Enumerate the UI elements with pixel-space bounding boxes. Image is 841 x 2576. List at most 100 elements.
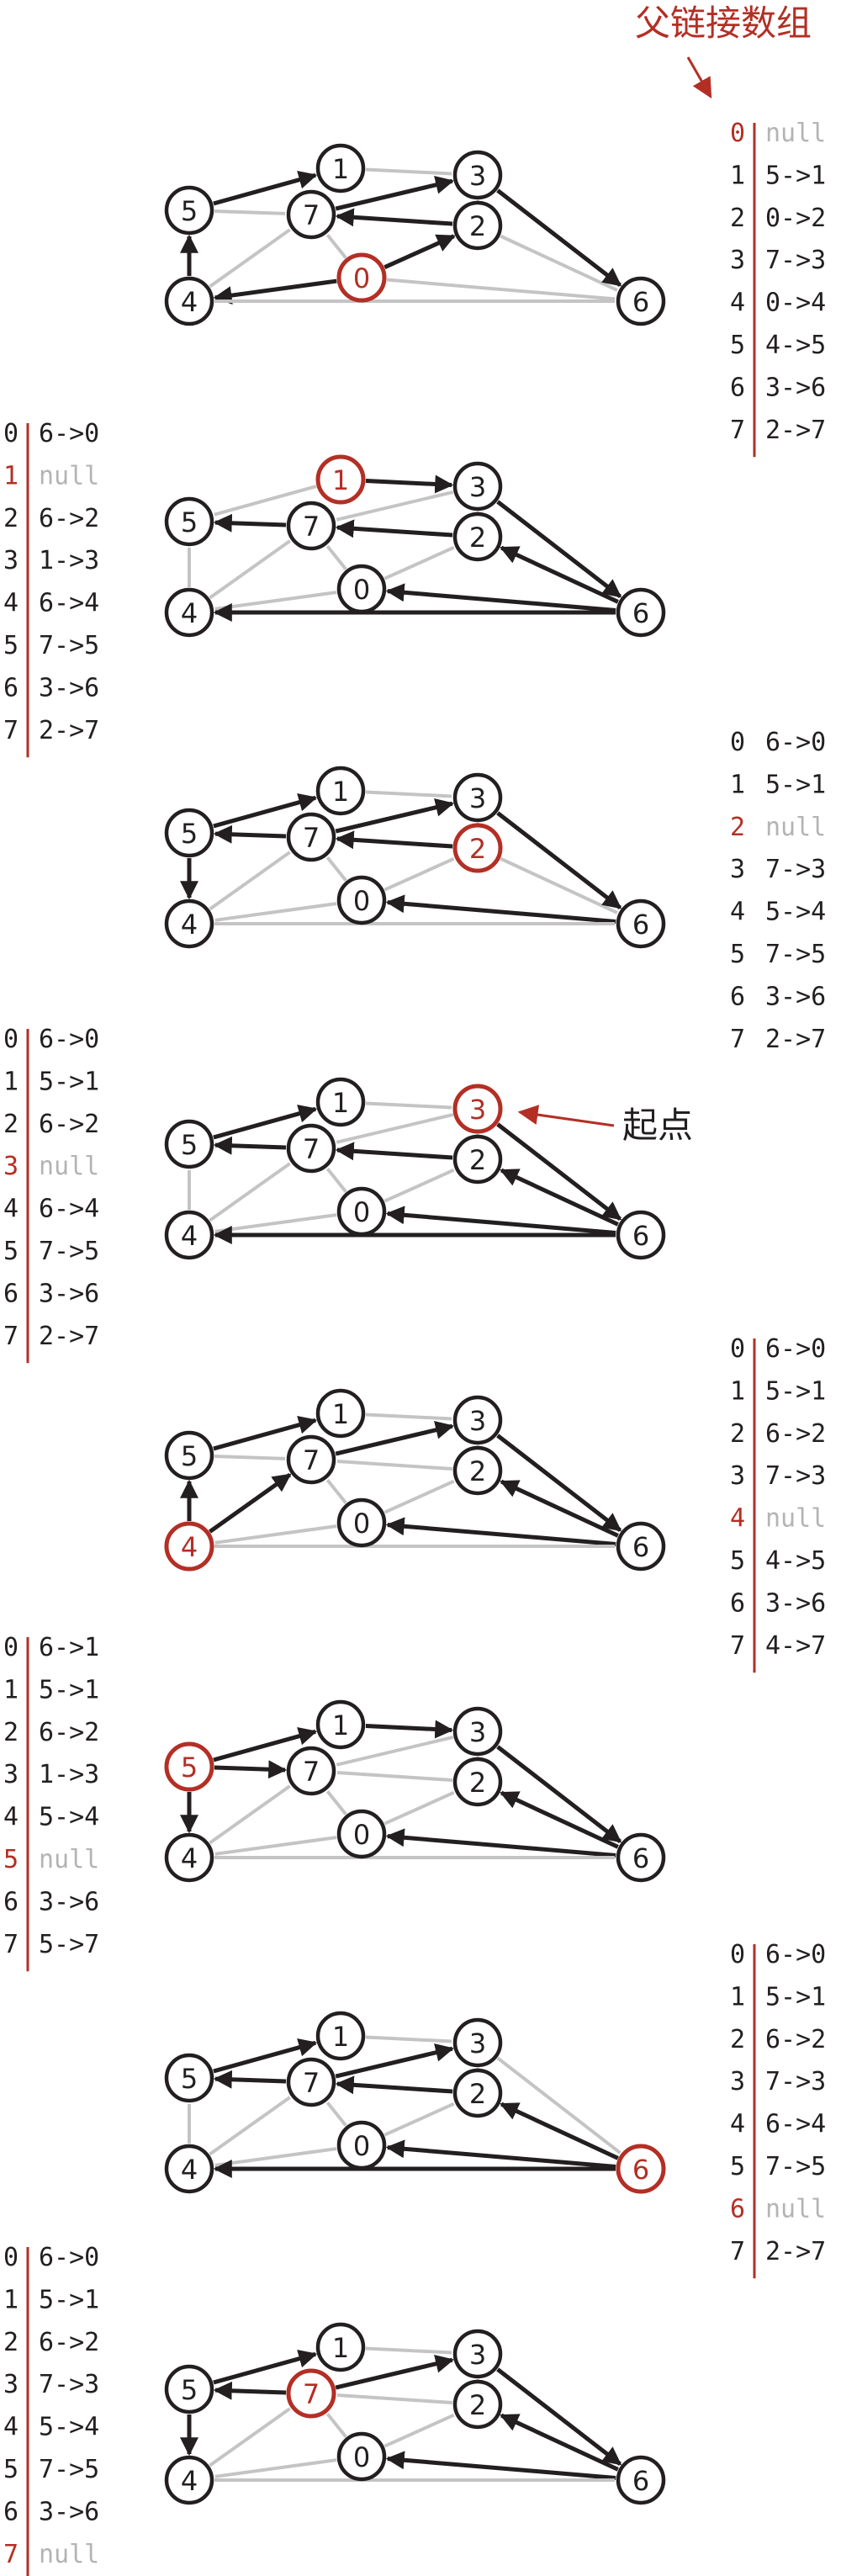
row-index: 3 [3, 1152, 19, 1181]
row-index: 7 [3, 1322, 19, 1351]
row-value: 3->6 [39, 673, 99, 702]
vertex-label: 5 [181, 1752, 198, 1784]
graph-edge [209, 1162, 291, 1222]
vertex-label: 1 [332, 2021, 349, 2053]
row-value: null [765, 119, 826, 148]
vertex-circle [452, 1706, 503, 1757]
row-value: 3->6 [765, 982, 826, 1011]
row-value: 3->6 [39, 2497, 99, 2526]
vertex-circle [336, 564, 387, 614]
row-value: 3->6 [765, 373, 826, 402]
graph-edge [325, 856, 347, 882]
vertex-7: 7 [286, 501, 336, 551]
vertex-6: 6 [616, 587, 666, 638]
vertex-circle [164, 898, 214, 949]
vertex-circle [452, 200, 503, 251]
vertex-circle [616, 587, 666, 638]
vertex-circle [286, 189, 336, 240]
row-value: 5->7 [39, 1930, 99, 1959]
row-index: 5 [730, 940, 745, 969]
parent-link-array-pointer [686, 56, 712, 99]
vertex-circle [315, 2322, 366, 2372]
row-index: 3 [730, 855, 745, 884]
row-index: 6 [3, 1887, 19, 1916]
row-value: 6->2 [765, 2025, 826, 2054]
vertex-label: 3 [469, 1405, 486, 1437]
vertex-6: 6 [616, 898, 666, 949]
vertex-circle [164, 2455, 214, 2505]
vertex-label: 6 [632, 1220, 649, 1252]
tree-edge [213, 792, 318, 829]
row-index: 0 [3, 1025, 19, 1054]
tree-edge [335, 208, 453, 227]
tree-edge [496, 500, 622, 599]
vertex-label: 4 [181, 2465, 198, 2497]
row-index: 7 [3, 716, 19, 745]
tree-edge [496, 1434, 622, 1533]
row-value: 7->3 [765, 2067, 826, 2096]
row-value: 4->7 [765, 1631, 826, 1661]
vertex-label: 7 [303, 1444, 320, 1476]
graph-edge [383, 2102, 455, 2137]
row-index: 2 [3, 2328, 19, 2357]
vertex-circle [286, 501, 336, 551]
row-value: 6->0 [39, 1025, 99, 1054]
row-value: 6->2 [39, 504, 99, 533]
tree-edge [500, 2413, 619, 2472]
vertex-circle [164, 185, 214, 236]
graph-edge [496, 2056, 621, 2155]
vertex-circle [616, 898, 666, 949]
vertex-0: 0 [336, 1186, 387, 1237]
vertex-label: 6 [632, 909, 649, 941]
tree-edge [213, 1104, 318, 1140]
tree-edge [335, 830, 453, 850]
tree-edge [496, 188, 622, 288]
vertex-label: 0 [353, 1196, 370, 1228]
vertex-label: 0 [353, 574, 370, 606]
vertex-circle [452, 1084, 503, 1134]
vertex-1: 1 [315, 454, 366, 505]
vertex-circle [452, 2379, 503, 2430]
row-index: 4 [3, 2413, 19, 2442]
vertex-6: 6 [616, 276, 666, 326]
vertex-circle [452, 2017, 503, 2068]
tree-edge [335, 2355, 454, 2390]
graph-edge [325, 1789, 347, 1815]
row-value: null [765, 2194, 826, 2224]
vertex-3: 3 [452, 1706, 503, 1757]
vertex-0: 0 [336, 2431, 387, 2482]
tree-edge [500, 1168, 619, 1227]
vertex-circle [286, 2368, 336, 2419]
graph-edge [214, 1524, 337, 1545]
row-value: 3->6 [39, 1887, 99, 1916]
vertex-label: 4 [181, 2154, 198, 2186]
row-index: 4 [3, 1803, 19, 1832]
vertex-label: 6 [632, 286, 649, 318]
vertex-circle [164, 496, 214, 547]
vertex-label: 4 [181, 1842, 198, 1874]
vertex-circle [315, 1077, 366, 1127]
vertex-circle [315, 143, 366, 193]
vertex-circle [616, 2455, 666, 2505]
vertex-label: 5 [181, 1129, 198, 1161]
vertex-label: 3 [469, 160, 486, 192]
vertex-circle [452, 2068, 503, 2118]
